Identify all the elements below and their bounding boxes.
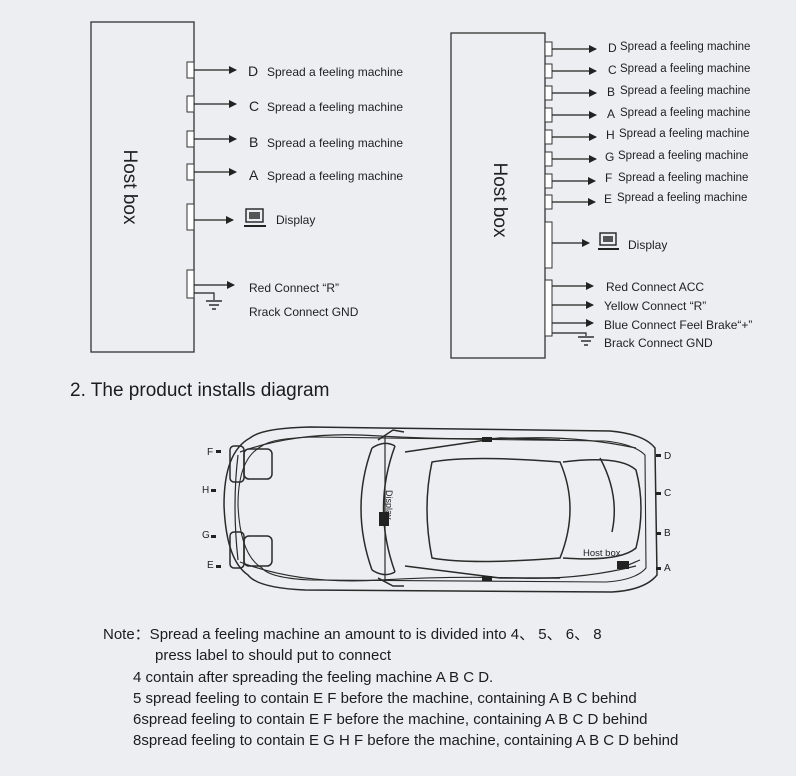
note-line: press label to should put to connect <box>155 647 391 665</box>
right-output-e-text: Spread a feeling machine <box>617 192 747 204</box>
note-line: 6spread feeling to contain E F before th… <box>133 711 648 729</box>
display-unit <box>379 512 389 526</box>
monitor-icon <box>598 232 619 250</box>
right-output-b: B Spread a feeling machine <box>544 85 750 101</box>
sensor-label-d: D <box>664 451 671 462</box>
monitor-icon <box>244 208 266 227</box>
right-output-e: E Spread a feeling machine <box>544 192 747 210</box>
sensor-label-g: G <box>202 530 210 541</box>
car-wiring <box>239 434 641 582</box>
right-output-g-text: Spread a feeling machine <box>618 150 748 162</box>
right-display-label: Display <box>628 238 667 252</box>
left-output-d-letter: D <box>248 63 258 79</box>
ground-icon <box>578 336 594 346</box>
left-power-wires: Red Connect “R” Rrack Connect GND <box>186 269 359 319</box>
car-left-sensors: F H G E <box>202 447 221 571</box>
sensor-label-b: B <box>664 528 671 539</box>
right-output-c-text: Spread a feeling machine <box>620 63 750 75</box>
right-output-a-text: Spread a feeling machine <box>620 107 750 119</box>
left-display-label: Display <box>276 213 315 227</box>
note-line: 8spread feeling to contain E G H F befor… <box>133 732 679 750</box>
car-display-label: Display <box>384 490 394 520</box>
car-right-sensors: D C B A <box>656 451 671 574</box>
left-output-a: A Spread a feeling machine <box>186 163 403 183</box>
right-output-f-letter: F <box>605 171 612 185</box>
host-box-unit <box>617 561 629 569</box>
section-title: 2. The product installs diagram <box>70 380 330 401</box>
left-output-c-letter: C <box>249 98 259 114</box>
right-output-d-letter: D <box>608 41 617 55</box>
right-output-d: D Spread a feeling machine <box>544 41 750 57</box>
right-output-a: A Spread a feeling machine <box>544 107 750 123</box>
right-host-box: Host box D Spread a feeling machine C Sp… <box>450 32 752 359</box>
right-output-f: F Spread a feeling machine <box>544 171 748 189</box>
installation-notes: Note：Spread a feeling machine an amount … <box>103 624 783 752</box>
right-output-h: H Spread a feeling machine <box>544 128 749 145</box>
left-output-d-text: Spread a feeling machine <box>267 65 403 79</box>
right-output-b-letter: B <box>607 85 615 99</box>
right-output-f-text: Spread a feeling machine <box>618 172 748 184</box>
note-line: 4 contain after spreading the feeling ma… <box>133 668 494 686</box>
right-power-wires: Red Connect ACC Yellow Connect “R” Blue … <box>544 279 752 350</box>
right-output-a-letter: A <box>607 107 615 121</box>
right-output-b-text: Spread a feeling machine <box>620 85 750 97</box>
left-wire-ground: Rrack Connect GND <box>249 305 359 319</box>
left-output-b-text: Spread a feeling machine <box>267 136 403 150</box>
car-host-box-label: Host box <box>583 548 621 559</box>
right-output-c-letter: C <box>608 63 617 77</box>
sensor-block <box>482 576 492 581</box>
left-output-c: C Spread a feeling machine <box>186 95 403 114</box>
right-wire-ground: Brack Connect GND <box>604 336 713 350</box>
left-output-a-letter: A <box>249 167 259 183</box>
right-output-c: C Spread a feeling machine <box>544 63 750 79</box>
right-wire-yellow: Yellow Connect “R” <box>604 299 706 313</box>
sensor-block <box>482 437 492 442</box>
left-output-c-text: Spread a feeling machine <box>267 100 403 114</box>
left-wire-red: Red Connect “R” <box>249 281 339 295</box>
right-display-output: Display <box>544 221 667 269</box>
note-line: 5 spread feeling to contain E F before t… <box>133 689 637 707</box>
right-wire-blue: Blue Connect Feel Brake“+” <box>604 318 752 332</box>
left-display-output: Display <box>186 203 315 231</box>
left-host-box-label: Host box <box>119 150 140 225</box>
note-line: Note：Spread a feeling machine an amount … <box>103 626 602 643</box>
right-output-d-text: Spread a feeling machine <box>620 41 750 53</box>
right-output-h-text: Spread a feeling machine <box>619 128 749 140</box>
right-output-g-letter: G <box>605 150 614 164</box>
sensor-label-c: C <box>664 488 671 499</box>
right-host-box-label: Host box <box>489 163 510 238</box>
right-output-e-letter: E <box>604 192 612 206</box>
sensor-label-h: H <box>202 485 209 496</box>
left-output-b-letter: B <box>249 134 258 150</box>
left-output-d: D Spread a feeling machine <box>186 61 403 79</box>
left-output-a-text: Spread a feeling machine <box>267 169 403 183</box>
car-top-view <box>223 426 658 593</box>
right-wire-red: Red Connect ACC <box>606 280 704 294</box>
right-output-h-letter: H <box>606 128 615 142</box>
sensor-label-e: E <box>207 560 214 571</box>
left-output-b: B Spread a feeling machine <box>186 130 403 150</box>
left-host-box: Host box D Spread a feeling machine C Sp… <box>90 21 403 353</box>
ground-icon <box>206 300 222 310</box>
sensor-label-f: F <box>207 447 213 458</box>
sensor-label-a: A <box>664 563 671 574</box>
right-output-g: G Spread a feeling machine <box>544 150 748 167</box>
